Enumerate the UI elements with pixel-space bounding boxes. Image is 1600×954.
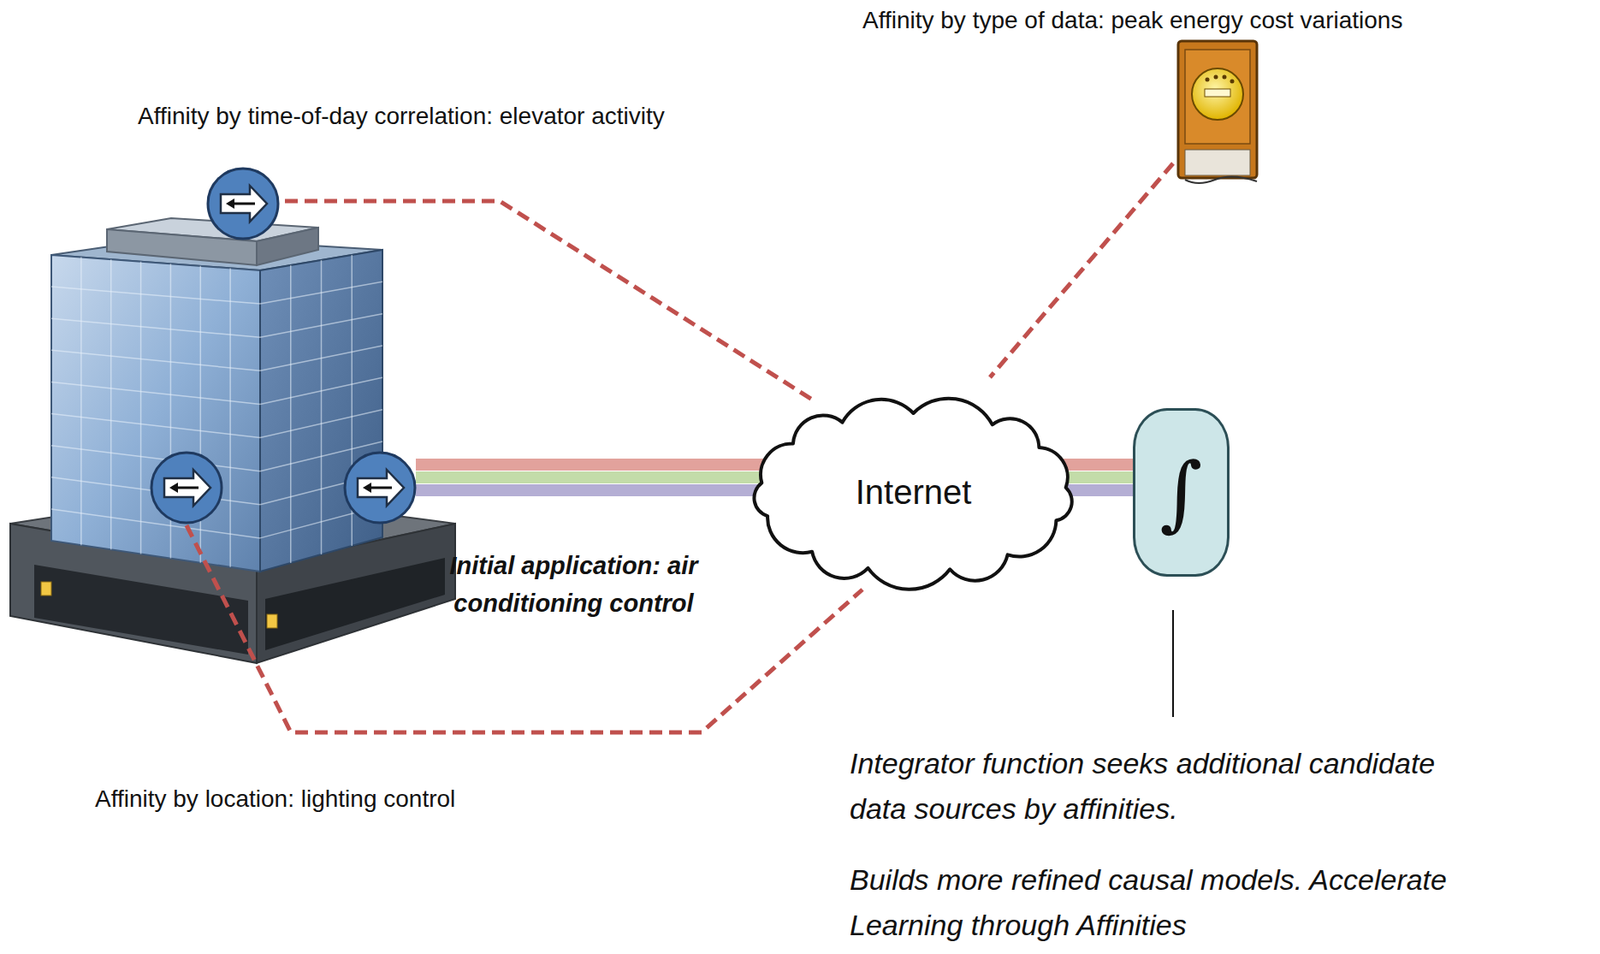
affinity-label: Affinity by time-of-day correlation: ele…: [137, 102, 665, 131]
application-label: Initial application: air conditioning co…: [426, 547, 722, 623]
integral-symbol: ∫: [1159, 444, 1203, 541]
note-text: Integrator function seeks additional can…: [849, 740, 1475, 831]
leader-line: [1172, 610, 1174, 718]
sensor-icon: [344, 452, 415, 523]
internet-cloud: Internet: [740, 392, 1087, 593]
sensor-icon: [151, 452, 222, 523]
cloud-label: Internet: [855, 473, 972, 512]
integrator-box: ∫: [1132, 408, 1230, 577]
energy-meter: [1178, 41, 1257, 184]
sensor-icon: [207, 168, 279, 239]
affinity-link: [186, 163, 1174, 733]
building-tower: [51, 237, 383, 572]
roof-block: [106, 218, 319, 266]
affinity-label: Affinity by type of data: peak energy co…: [862, 6, 1403, 35]
affinity-label: Affinity by location: lighting control: [94, 785, 456, 813]
note-text: Builds more refined causal models. Accel…: [849, 857, 1475, 948]
